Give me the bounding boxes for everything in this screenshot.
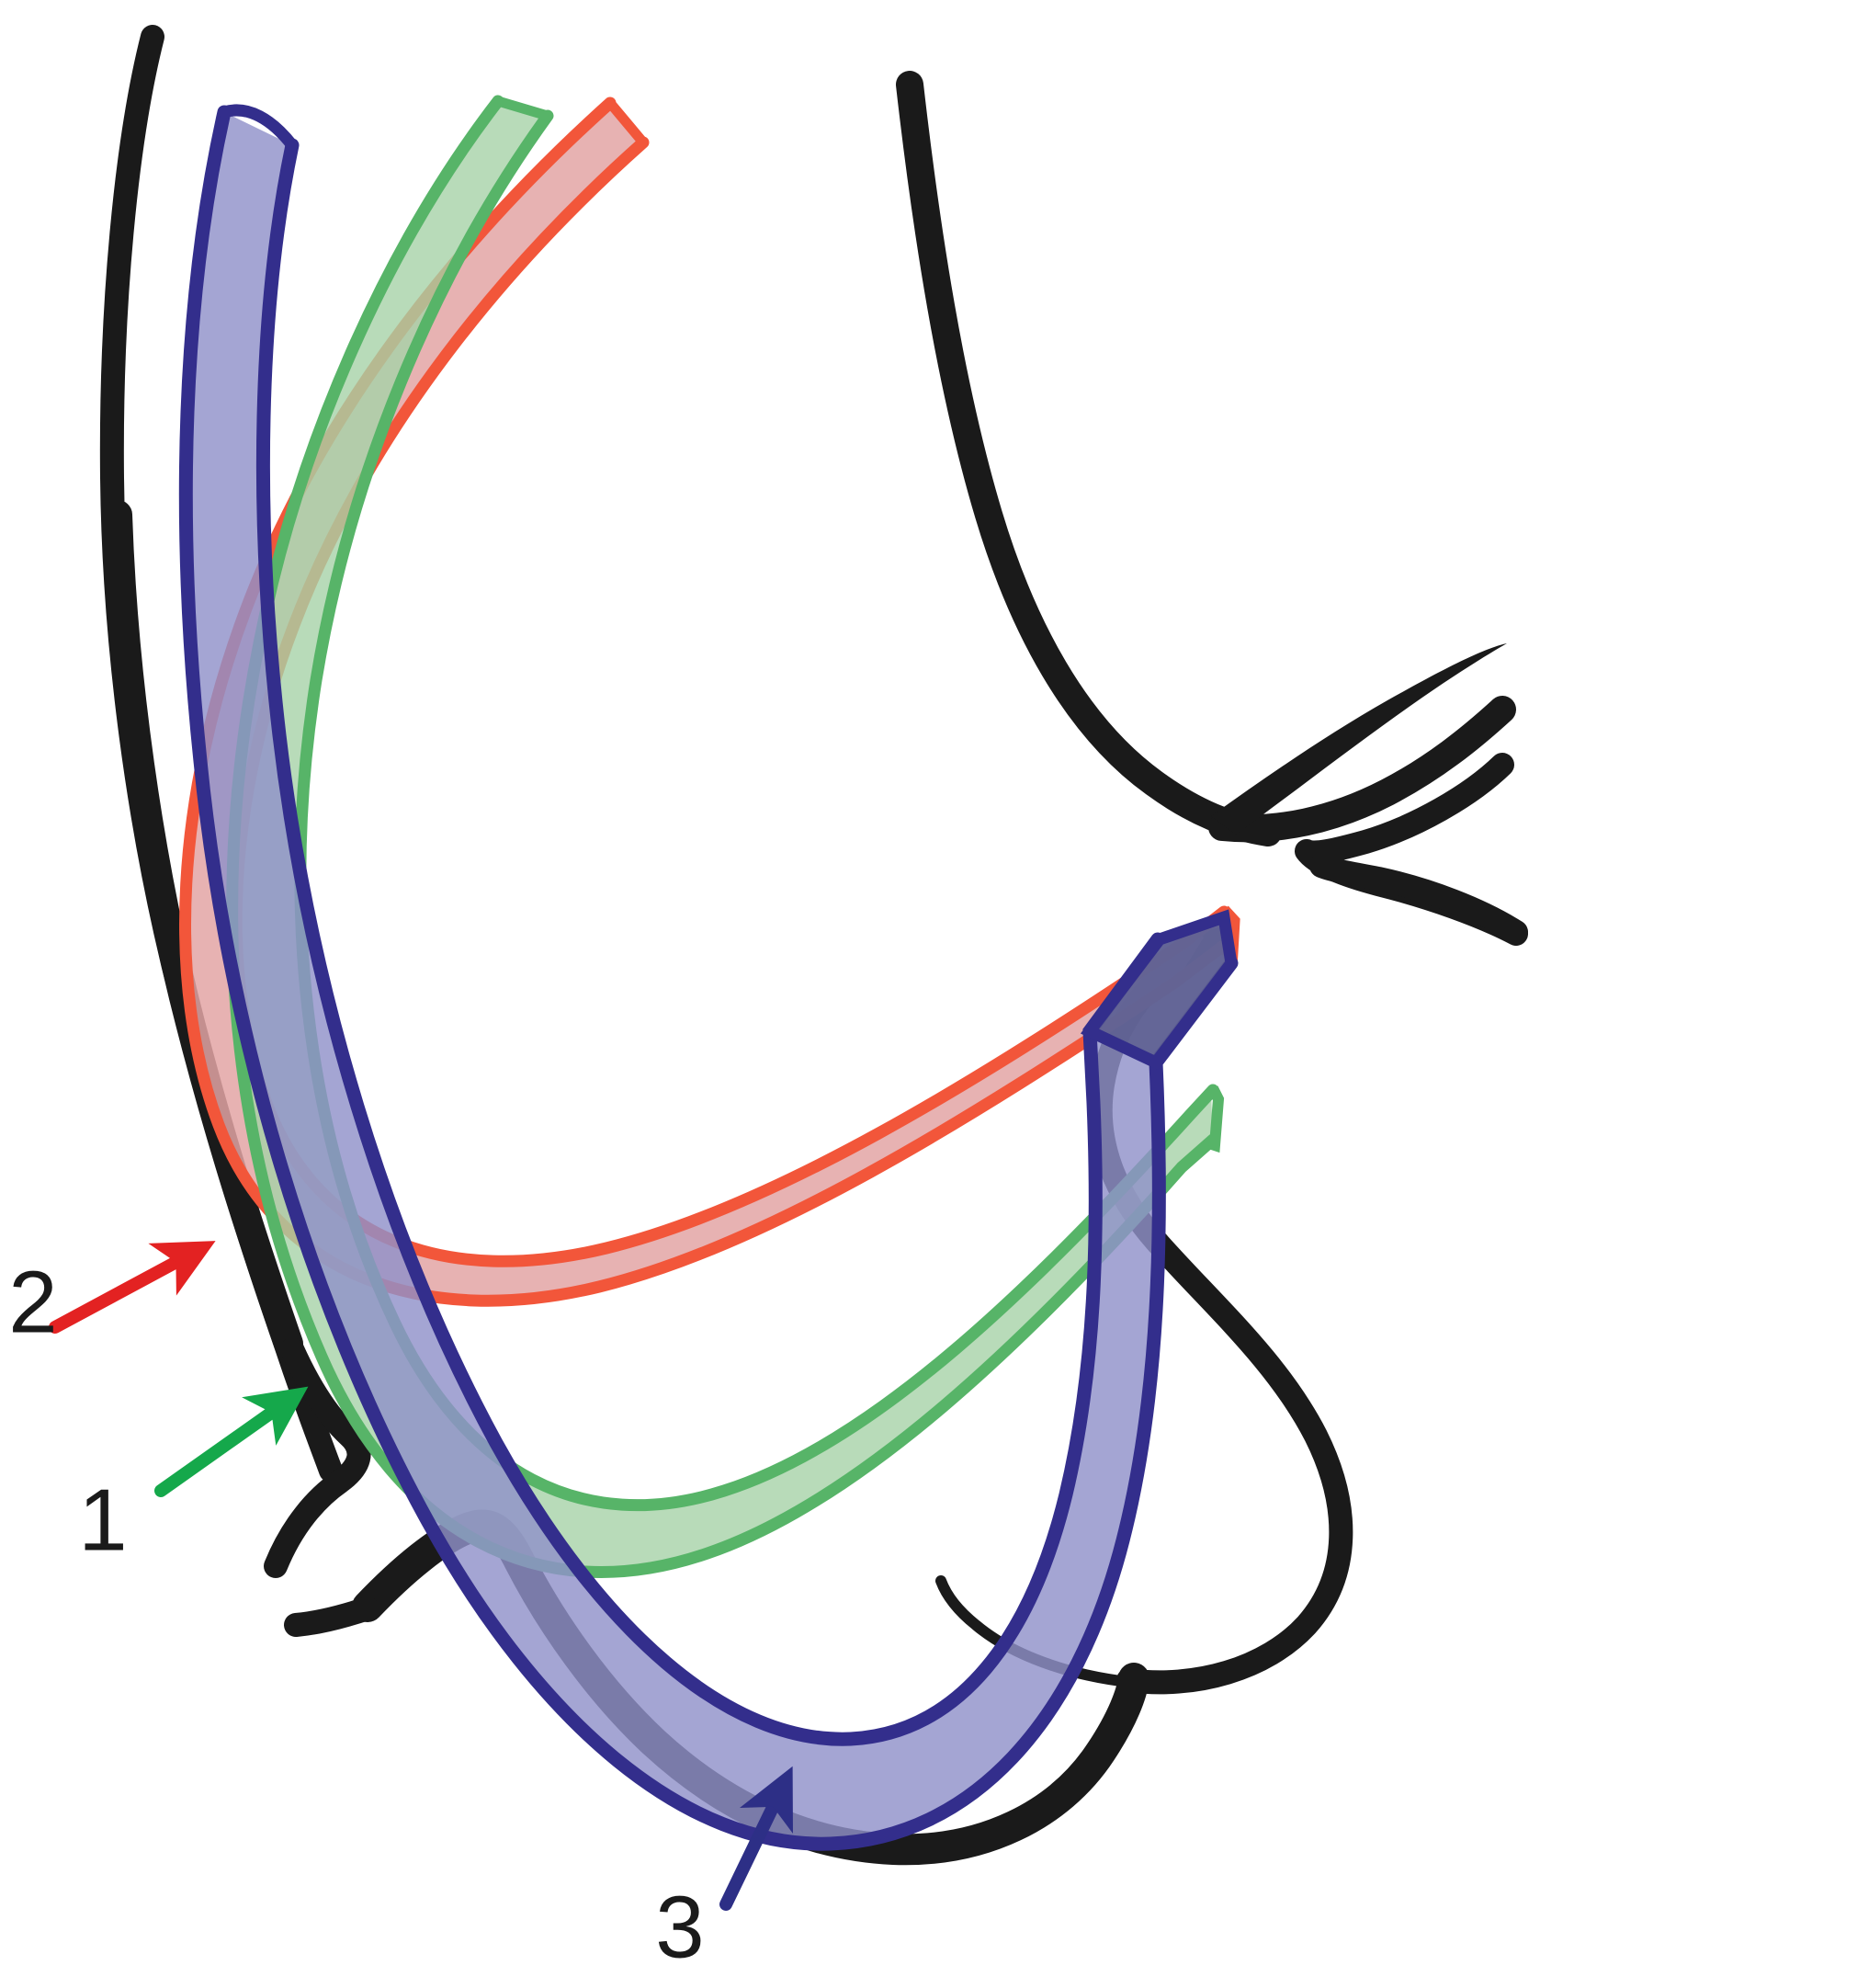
callout-3-leader-line: [719, 1766, 793, 1911]
anterior-inferior-iliac-spine: [264, 1337, 371, 1578]
callout-1-label: 1: [78, 1471, 127, 1569]
blue-band-left-edge: [178, 105, 1239, 1851]
iliac-border-thick-segment: [103, 500, 303, 1358]
green-band-terminus: [1207, 1085, 1225, 1153]
greater-sciatic-notch-inferior-limb: [1208, 696, 1516, 843]
callout-3: 3: [655, 1766, 793, 1976]
callout-1-leader-line: [154, 1386, 309, 1497]
ischial-spine: [1211, 643, 1507, 835]
red-band-entry: [605, 97, 649, 148]
obturator-foramen: [935, 1575, 1134, 1687]
callout-3-label: 3: [655, 1878, 704, 1976]
callout-1: 1: [78, 1386, 309, 1569]
blue-corridor-band: [178, 104, 1239, 1851]
blue-band-right-edge: [255, 138, 1165, 1746]
green-band-outer-edge: [226, 95, 1219, 1578]
callout-2-leader-line: [49, 1241, 216, 1334]
green-band-entry: [493, 96, 553, 121]
blue-band-overlap-segment: [1080, 909, 1238, 1071]
pubic-tubercle-tail: [284, 1596, 379, 1637]
greater-sciatic-notch: [896, 71, 1282, 846]
callout-2-label: 2: [8, 1253, 57, 1351]
callout-2: 2: [8, 1241, 216, 1351]
blue-band-entry: [218, 104, 299, 152]
ischial-tuberosity-spur: [1309, 854, 1528, 944]
blue-band-fill: [186, 112, 1230, 1845]
